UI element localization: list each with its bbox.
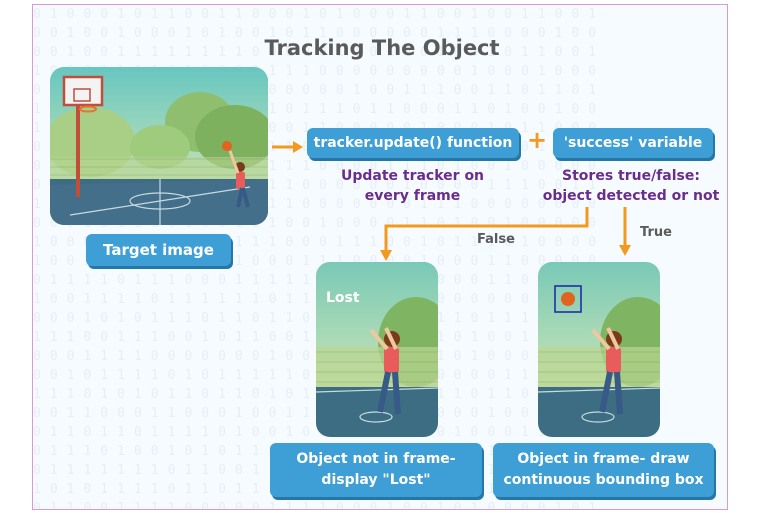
target-image-label: Target image [86, 234, 231, 266]
lost-result-line2: display "Lost" [321, 472, 431, 488]
tracker-description: Update tracker on every frame [325, 166, 500, 206]
success-desc-line1: Stores true/false: [562, 168, 700, 184]
false-branch-label: False [477, 232, 515, 247]
plus-sign: + [526, 126, 548, 154]
tracker-desc-line1: Update tracker on [340, 168, 485, 184]
success-description: Stores true/false: object detected or no… [531, 166, 731, 206]
found-frame-image [538, 262, 660, 437]
found-result-box: Object in frame- draw continuous boundin… [493, 443, 714, 497]
diagram-title: Tracking The Object [264, 36, 500, 60]
true-branch-label: True [640, 225, 672, 240]
lost-result-line1: Object not in frame- [296, 451, 456, 467]
arrow-false-branch [384, 207, 589, 253]
lost-frame-image: Lost [316, 262, 438, 437]
arrowhead-false [380, 250, 392, 261]
lost-overlay-text: Lost [326, 290, 360, 306]
arrowhead-true [619, 245, 631, 256]
tracker-desc-line2: every frame [364, 188, 461, 204]
target-image [50, 67, 268, 225]
tracker-update-box: tracker.update() function [307, 128, 519, 158]
success-variable-box: 'success' variable [553, 128, 713, 158]
basketball [561, 292, 575, 306]
lost-result-box: Object not in frame- display "Lost" [270, 443, 482, 497]
found-result-line2: continuous bounding box [503, 472, 704, 488]
bounding-box [554, 285, 582, 313]
success-desc-line2: object detected or not [542, 188, 720, 204]
arrowhead-tracker [293, 141, 303, 153]
found-result-line1: Object in frame- draw [517, 451, 690, 467]
